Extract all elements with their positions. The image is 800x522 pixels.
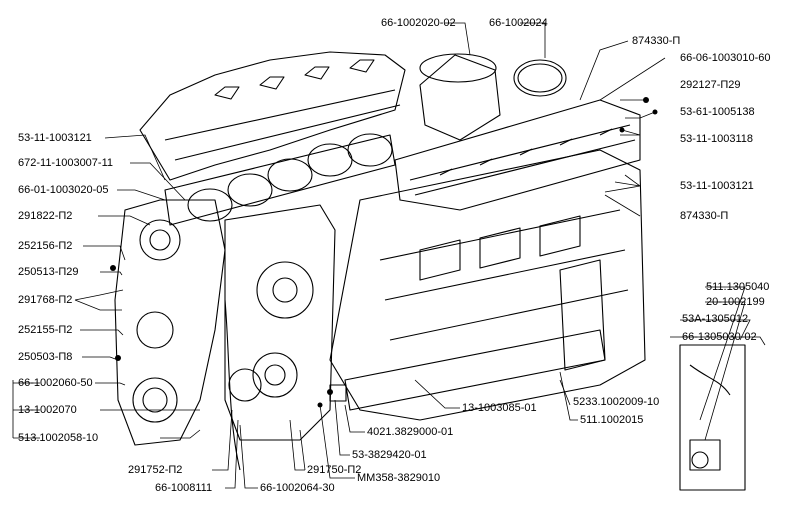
leader-lines: [12, 22, 766, 489]
label-66-1002024: 66-1002024: [489, 17, 548, 29]
label-53-11-1003121-left: 53-11-1003121: [18, 132, 92, 144]
engine-block-outline: [114, 51, 746, 491]
label-291822-p2: 291822-П2: [18, 210, 73, 222]
inset-frame: [679, 344, 746, 491]
filter-ring: [513, 59, 567, 97]
label-53-3829420-01: 53-3829420-01: [352, 449, 427, 461]
label-672-11-1003007-11: 672-11-1003007-11: [18, 157, 114, 169]
label-874330-p-top: 874330-П: [632, 35, 681, 47]
label-291768-p2: 291768-П2: [18, 294, 73, 306]
label-5233-1002009-10: 5233.1002009-10: [573, 396, 660, 408]
label-mm358-3829010: ММ358-3829010: [357, 472, 441, 484]
label-66-1002064-30: 66-1002064-30: [260, 482, 335, 494]
label-250513-p29: 250513-П29: [18, 266, 79, 278]
label-511-1002015: 511.1002015: [580, 414, 644, 426]
fastener-dots: [110, 97, 658, 408]
oil-filter: [419, 54, 501, 141]
head-gasket: [164, 134, 396, 226]
label-874330-p-mid: 874330-П: [680, 210, 729, 222]
label-511-1305040: 511.1305040: [706, 281, 770, 293]
front-plate: [224, 204, 336, 441]
dipstick-tube: [224, 299, 241, 471]
label-291752-p2: 291752-П2: [128, 464, 183, 476]
label-53-11-1003118: 53-11-1003118: [680, 133, 753, 145]
label-13-1002070: 13-1002070: [18, 404, 77, 416]
crank-pulley: [228, 368, 262, 402]
label-13-1003085-01: 13-1003085-01: [462, 402, 537, 414]
timing-cover: [114, 199, 226, 446]
label-292127-p29: 292127-П29: [680, 79, 741, 91]
label-291750-p2: 291750-П2: [307, 464, 362, 476]
label-66-1008111: 66-1008111: [155, 482, 213, 494]
label-53-11-1003121-right: 53-11-1003121: [680, 180, 754, 192]
right-cylinder-head: [394, 99, 641, 211]
label-66-01-1003020-05: 66-01-1003020-05: [18, 184, 109, 196]
label-66-06-1003010-60: 66-06-1003010-60: [680, 52, 771, 64]
label-252155-p2: 252155-П2: [18, 324, 73, 336]
label-513-1002058-10: 513.1002058-10: [18, 432, 99, 444]
label-53a-1305012: 53А-1305012: [682, 313, 749, 325]
label-4021-3829000-01: 4021.3829000-01: [367, 426, 454, 438]
label-66-1002060-50: 66-1002060-50: [18, 377, 93, 389]
label-53-61-1005138: 53-61-1005138: [680, 106, 755, 118]
label-20-1002199: 20-1002199: [706, 296, 765, 308]
label-66-1002020-02: 66-1002020-02: [381, 17, 456, 29]
cylinder-block: [329, 149, 646, 421]
left-cylinder-head: [139, 51, 406, 181]
label-66-1305030-02: 66-1305030-02: [682, 331, 757, 343]
label-252156-p2: 252156-П2: [18, 240, 73, 252]
label-250503-p8: 250503-П8: [18, 351, 73, 363]
